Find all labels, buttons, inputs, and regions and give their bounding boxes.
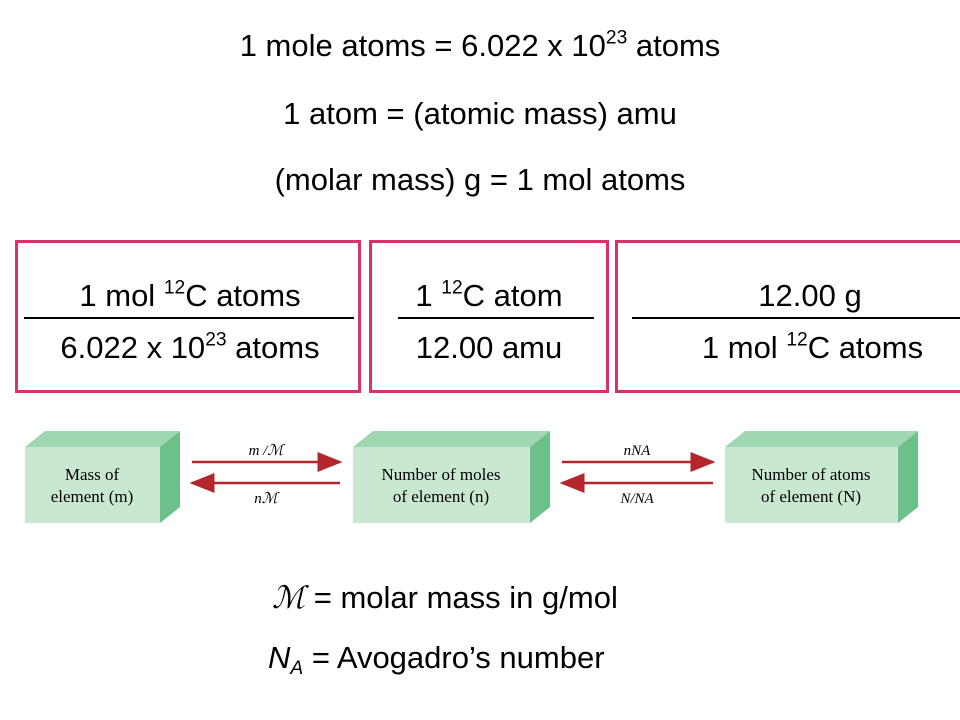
fraction-3-den-pre: 1 mol [701,330,787,365]
fraction-2-denominator: 12.00 amu [369,330,609,366]
arrow-1-back-label: nℳ [254,491,280,507]
block-3-line-2: of element (N) [761,487,861,506]
block-1-line-1: Mass of [65,465,120,484]
avogadro-symbol: N [268,640,291,675]
fraction-2-num-pre: 1 [415,278,442,313]
avogadro-subscript: A [290,657,304,679]
conversion-box-1 [15,240,361,393]
fraction-1-denominator: 6.022 x 1023 atoms [20,330,360,366]
conversion-box-3 [615,240,960,393]
molar-mass-symbol: ℳ [272,580,306,616]
fraction-3-numerator: 12.00 g [680,278,940,314]
relation-atom-mass: 1 atom = (atomic mass) amu [283,96,677,131]
fraction-3-num-pre: 12.00 g [758,278,862,313]
relation-avogadro-exponent: 23 [605,27,628,49]
fraction-3-denominator: 1 mol 12C atoms [665,330,960,366]
avogadro-text: = Avogadro’s number [303,640,605,675]
block-mass-of-element: Mass of element (m) [25,431,180,523]
fraction-1-den-pre: 6.022 x 10 [60,330,206,365]
fraction-1-den-post: atoms [226,330,320,365]
block-2-line-2: of element (n) [393,487,489,506]
fraction-3-bar [632,317,960,319]
arrow-1-forward-label: m /ℳ [249,443,286,459]
fraction-2-bar [398,317,594,319]
block-1-line-2: element (m) [51,487,134,506]
fraction-1-numerator: 1 mol 12C atoms [20,278,360,314]
block-number-of-atoms: Number of atoms of element (N) [725,431,918,523]
block-3-line-1: Number of atoms [752,465,871,484]
fraction-1-num-post: C atoms [185,278,301,313]
molar-mass-text: = molar mass in g/mol [305,580,618,615]
fraction-1-num-sup: 12 [163,277,186,299]
fraction-3-den-sup: 12 [786,329,808,351]
relation-molar-mass: (molar mass) g = 1 mol atoms [274,162,686,197]
block-2-line-1: Number of moles [382,465,501,484]
fraction-1-bar [24,317,354,319]
block-number-of-moles: Number of moles of element (n) [353,431,550,523]
fraction-2-num-post: C atom [462,278,563,313]
fraction-2-den-pre: 12.00 amu [415,330,563,365]
relation-avogadro: 1 mole atoms = 6.022 x 1023 atoms [0,28,960,64]
conversion-box-2 [369,240,609,393]
fraction-1-num-pre: 1 mol [79,278,164,313]
fraction-2-numerator: 1 12C atom [369,278,609,314]
conversion-diagram: Mass of element (m) m /ℳ nℳ Number of mo… [25,431,918,523]
legend-molar-mass: ℳ = molar mass in g/mol [272,580,618,616]
fraction-2-num-sup: 12 [441,277,463,299]
relation-avogadro-lhs: 1 mole atoms = 6.022 x 10 [239,28,606,63]
legend-avogadro: NA = Avogadro’s number [268,640,605,679]
fraction-1-den-sup: 23 [205,329,227,351]
arrow-2-back-label: N/NA [619,491,654,507]
relation-avogadro-rhs: atoms [627,28,721,63]
arrow-2-forward-label: nNA [624,443,652,459]
fraction-3-den-post: C atoms [807,330,924,365]
